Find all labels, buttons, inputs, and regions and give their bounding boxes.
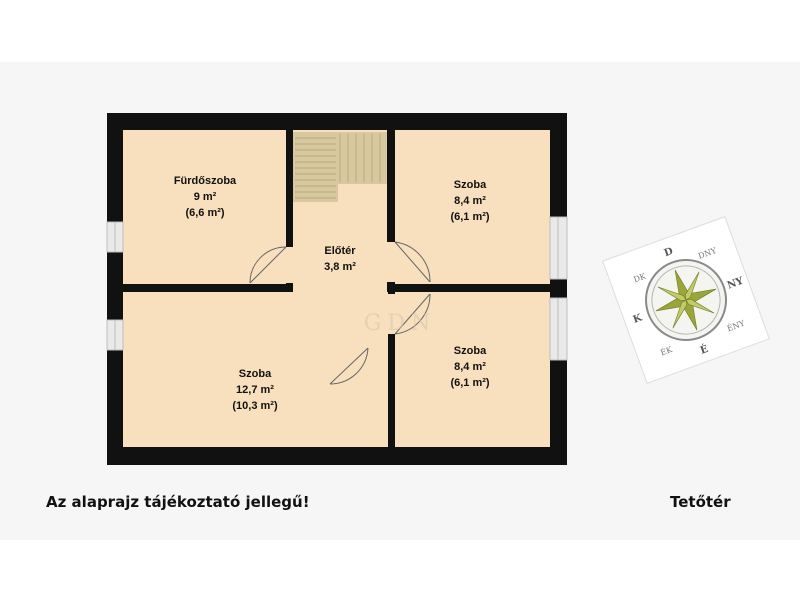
- room-name: Szoba: [239, 368, 272, 380]
- compass-star-icon: [655, 269, 717, 331]
- staircase: [293, 132, 387, 202]
- room-name: Fürdőszoba: [174, 175, 237, 187]
- disclaimer-text: Az alaprajz tájékoztató jellegű!: [46, 493, 310, 511]
- room-net-area: (6,1 m²): [450, 211, 489, 223]
- door-swing-szoba-sw: [329, 347, 369, 385]
- door-swing-szoba-ne: [394, 241, 431, 283]
- room-floor-furdoszoba: [123, 130, 286, 284]
- door-opening-szoba-se: [387, 294, 395, 334]
- room-net-area: (10,3 m²): [232, 400, 278, 412]
- floor-name: Tetőtér: [670, 493, 731, 511]
- room-area: 8,4 m²: [454, 361, 486, 373]
- compass-label-southeast: DK: [632, 271, 648, 284]
- room-area: 12,7 m²: [236, 384, 274, 396]
- room-name: Előtér: [324, 245, 356, 257]
- compass-label-northeast: ÉK: [659, 345, 674, 358]
- watermark: GDN: [364, 311, 436, 336]
- room-floor-szoba-se: [395, 292, 550, 447]
- room-area: 8,4 m²: [454, 195, 486, 207]
- compass-label-east: K: [632, 312, 644, 325]
- door-opening-szoba-sw: [330, 340, 368, 348]
- door-opening-furdoszoba: [286, 247, 293, 283]
- room-area: 9 m²: [194, 191, 217, 203]
- room-label-szoba-se: Szoba 8,4 m² (6,1 m²): [450, 345, 489, 389]
- door-swing-furdoszoba: [249, 246, 287, 284]
- compass-label-north: É: [698, 343, 710, 357]
- room-area: 3,8 m²: [324, 261, 356, 273]
- floor-plan-sheet: GDN Fürdőszoba 9 m² (6,6 m²) Szoba 8,4 m…: [0, 62, 800, 540]
- room-name: Szoba: [454, 345, 487, 357]
- room-floor-szoba-sw: [123, 292, 388, 447]
- door-swing-szoba-se: [394, 293, 431, 335]
- floor-plan-drawing: GDN Fürdőszoba 9 m² (6,6 m²) Szoba 8,4 m…: [106, 113, 770, 465]
- room-net-area: (6,6 m²): [185, 207, 224, 219]
- compass-label-south: D: [663, 246, 675, 259]
- room-label-furdoszoba: Fürdőszoba 9 m² (6,6 m²): [174, 175, 237, 219]
- room-label-szoba-ne: Szoba 8,4 m² (6,1 m²): [450, 179, 489, 223]
- compass: D É NY K DNY DK ÉNY ÉK: [602, 216, 770, 384]
- room-name: Szoba: [454, 179, 487, 191]
- room-label-szoba-sw: Szoba 12,7 m² (10,3 m²): [232, 368, 278, 412]
- room-net-area: (6,1 m²): [450, 377, 489, 389]
- room-floor-szoba-ne: [395, 130, 550, 284]
- room-label-eloter: Előtér 3,8 m²: [324, 245, 356, 273]
- door-opening-szoba-ne: [387, 242, 395, 282]
- doors: [249, 241, 431, 385]
